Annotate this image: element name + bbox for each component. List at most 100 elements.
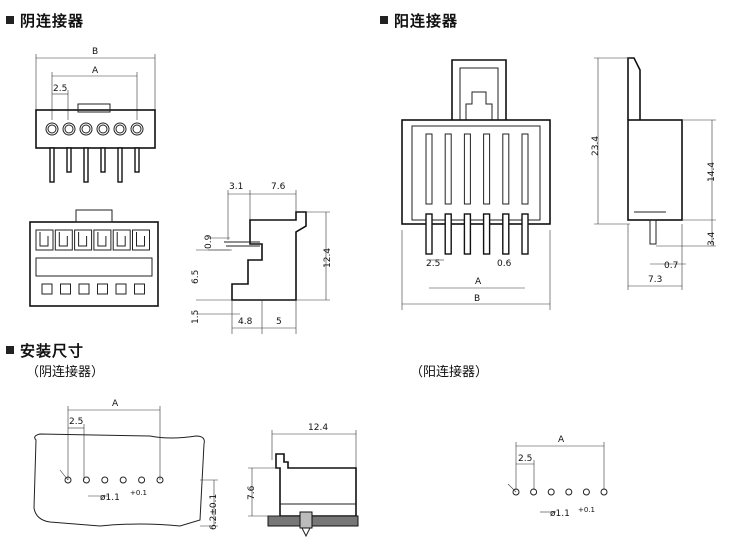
female-slot — [78, 283, 90, 295]
female-cavity — [35, 229, 54, 251]
dim-3-4: 3.4 — [707, 231, 717, 246]
dim-12-4: 12.4 — [323, 248, 333, 268]
dim-6-2: 6.2±0.1 — [209, 494, 219, 530]
contact-hole-inner — [81, 124, 91, 134]
contact-hole-inner — [132, 124, 142, 134]
female-slot — [60, 283, 71, 295]
install-female-pcb: A 2.5 ø1.1 +0.1 6.2±0.1 — [33, 399, 219, 530]
dim-install-12-4: 12.4 — [308, 423, 328, 433]
female-contact — [39, 232, 49, 247]
female-contact — [136, 232, 145, 247]
female-cavity — [112, 229, 131, 251]
contact-hole — [96, 122, 110, 136]
pcb-hole — [138, 476, 146, 484]
pcb-hole — [156, 476, 164, 484]
pcb-hole — [600, 488, 608, 496]
contact-hole-inner — [64, 124, 74, 134]
dim-B: B — [92, 47, 98, 57]
male-pin-lower — [463, 213, 472, 255]
dim-male-hole-tol: +0.1 — [578, 506, 595, 514]
install-male-label: （阳连接器） — [410, 365, 489, 380]
contact-hole-inner — [98, 124, 108, 134]
dim-install-A: A — [112, 399, 119, 409]
dim-6-5: 6.5 — [191, 270, 201, 284]
dim-23-4: 23.4 — [591, 136, 601, 156]
male-pin-upper — [463, 133, 471, 205]
contact-hole-inner — [47, 124, 57, 134]
pcb-hole — [547, 488, 555, 496]
female-cavity — [132, 229, 150, 251]
female-pin — [134, 147, 140, 173]
male-pin-lower — [502, 213, 510, 255]
pcb-hole — [582, 488, 590, 496]
female-pin — [66, 147, 72, 173]
female-pin — [100, 147, 106, 173]
install-female-side: 12.4 7.6 — [247, 423, 359, 538]
install-female-label: （阴连接器） — [26, 365, 105, 380]
dim-7-6: 7.6 — [271, 182, 286, 192]
heading-male-text: 阳连接器 — [394, 12, 459, 30]
dim-pitch: 2.5 — [53, 84, 67, 94]
dim-4-8: 4.8 — [238, 317, 253, 327]
heading-install-size: 安装尺寸 — [6, 340, 84, 361]
female-contact — [78, 232, 88, 247]
dim-install-pitch: 2.5 — [69, 417, 83, 427]
dim-male-hole-dia: ø1.1 — [550, 509, 570, 519]
dim-male-B: B — [474, 294, 480, 304]
male-pin-upper — [502, 133, 510, 205]
dim-male-A: A — [475, 277, 482, 287]
female-side-view: 3.1 7.6 0.9 6.5 12.4 1.5 4.8 5 — [191, 182, 333, 334]
female-cavity — [74, 229, 93, 251]
heading-install-text: 安装尺寸 — [20, 342, 85, 360]
female-pin — [49, 147, 55, 183]
dim-install-male-A: A — [558, 435, 565, 445]
dim-male-pitch: 2.5 — [426, 259, 440, 269]
contact-hole — [45, 122, 59, 136]
male-side-view: 23.4 14.4 3.4 0.7 7.3 — [591, 57, 717, 290]
pcb-hole — [565, 488, 573, 496]
pcb-hole — [64, 476, 72, 484]
male-pin-lower — [521, 213, 529, 255]
pcb-hole — [101, 476, 109, 484]
male-front-view: 2.5 0.6 A B — [401, 59, 551, 310]
bullet-square-icon — [6, 16, 14, 24]
male-pin-lower — [482, 213, 491, 255]
pcb-hole — [530, 488, 538, 496]
male-pin-upper — [444, 133, 452, 205]
female-cavity — [93, 229, 112, 251]
female-contact — [58, 232, 68, 247]
dim-install-male-pitch: 2.5 — [518, 454, 532, 464]
dim-1-5: 1.5 — [191, 310, 201, 324]
dim-0-6: 0.6 — [497, 259, 512, 269]
female-slot — [41, 283, 53, 295]
female-front-view — [29, 209, 159, 307]
bullet-square-icon — [380, 16, 388, 24]
dim-14-4: 14.4 — [707, 162, 717, 182]
dim-hole-dia: ø1.1 — [100, 493, 120, 503]
pcb-hole — [512, 488, 520, 496]
female-slot — [115, 283, 127, 295]
pcb-hole — [82, 476, 90, 484]
male-pin-lower — [425, 213, 433, 255]
female-cavity — [54, 229, 73, 251]
dim-5: 5 — [276, 317, 282, 327]
heading-male-connector: 阳连接器 — [380, 10, 458, 31]
dim-3-1: 3.1 — [229, 182, 243, 192]
female-contact — [97, 232, 107, 247]
heading-female-connector: 阴连接器 — [6, 10, 84, 31]
male-pin-upper — [521, 133, 529, 205]
male-pin-upper — [483, 133, 491, 205]
dim-0-7: 0.7 — [664, 261, 678, 271]
contact-hole — [113, 122, 127, 136]
install-male-pcb: A 2.5 ø1.1 +0.1 — [507, 435, 608, 519]
male-pin-lower — [444, 213, 452, 255]
dim-install-7-6: 7.6 — [247, 485, 257, 500]
bullet-square-icon — [6, 346, 14, 354]
pcb-hole — [119, 476, 127, 484]
female-pin — [83, 147, 89, 183]
male-pin-upper — [425, 133, 433, 205]
dim-7-3: 7.3 — [648, 275, 662, 285]
contact-hole — [79, 122, 93, 136]
dim-0-9: 0.9 — [204, 234, 214, 249]
heading-female-text: 阴连接器 — [20, 12, 85, 30]
